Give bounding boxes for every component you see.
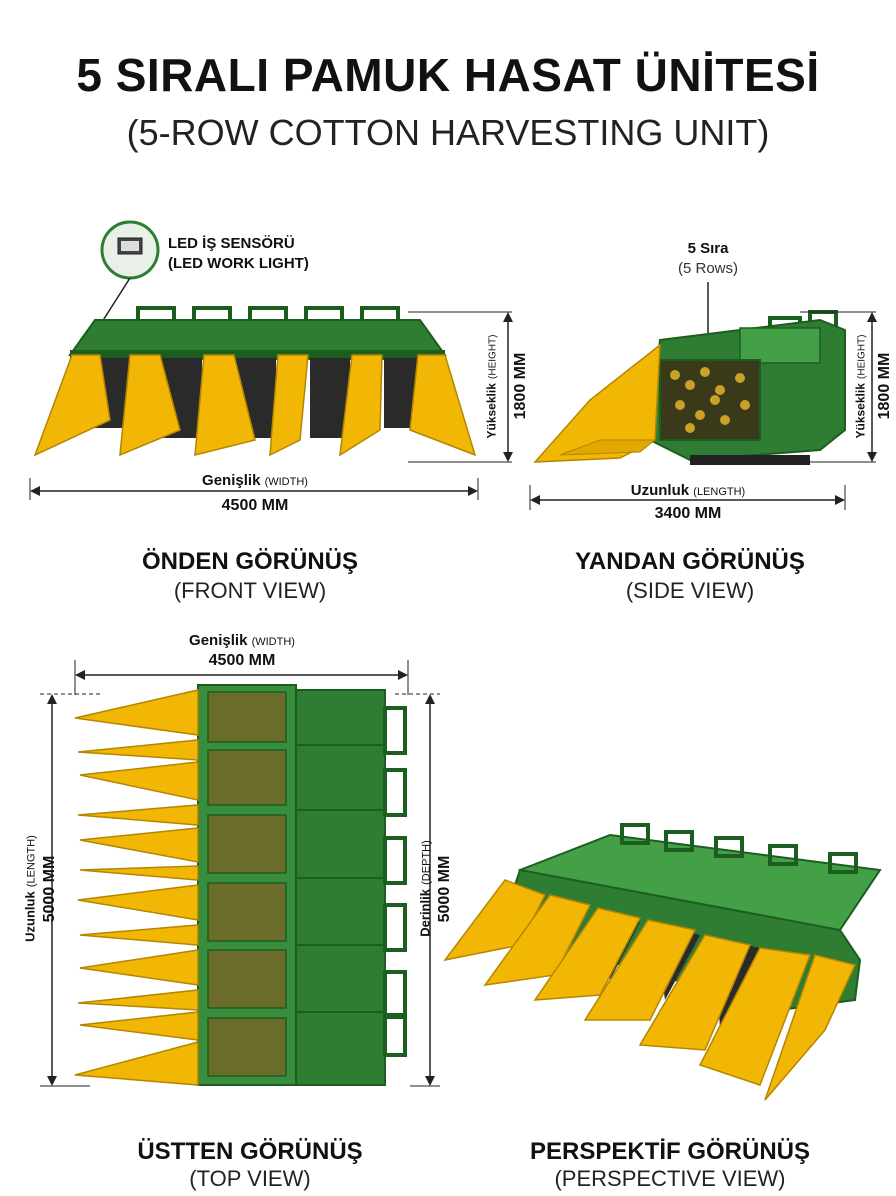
side-length-label: Uzunluk (LENGTH) [588, 482, 788, 499]
front-width-label: Genişlik (WIDTH) [155, 472, 355, 489]
top-width-label: Genişlik (WIDTH) [142, 632, 342, 649]
led-callout-line2: (LED WORK LIGHT) [168, 255, 309, 272]
side-length-value: 3400 MM [654, 505, 722, 522]
front-width-value: 4500 MM [221, 497, 289, 514]
side-view-name: YANDAN GÖRÜNÜŞ [575, 548, 805, 575]
top-view-sub: (TOP VIEW) [189, 1166, 311, 1191]
top-width-label-tr: Genişlik [189, 632, 248, 649]
led-callout-label: LED İŞ SENSÖRÜ (LED WORK LIGHT) [168, 234, 309, 274]
page-subtitle: (5-ROW COTTON HARVESTING UNIT) [126, 112, 770, 153]
side-rows-sub: (5 Rows) [677, 260, 738, 277]
top-width-label-en: (WIDTH) [251, 636, 295, 648]
front-view-sub: (FRONT VIEW) [173, 578, 327, 603]
front-width-label-en: (WIDTH) [264, 476, 308, 488]
front-width-label-tr: Genişlik [202, 472, 261, 489]
front-view-name: ÖNDEN GÖRÜNÜŞ [141, 548, 358, 575]
perspective-view-name: PERSPEKTİF GÖRÜNÜŞ [529, 1138, 811, 1165]
side-length-label-en: (LENGTH) [693, 486, 746, 498]
top-width-value: 4500 MM [208, 652, 276, 669]
side-view-sub: (SIDE VIEW) [625, 578, 755, 603]
page-title: 5 SIRALI PAMUK HASAT ÜNİTESİ [76, 49, 820, 101]
side-rows-label: 5 Sıra [687, 240, 729, 257]
side-length-label-tr: Uzunluk [630, 482, 690, 499]
perspective-view-sub: (PERSPECTIVE VIEW) [554, 1166, 786, 1191]
led-callout-line1: LED İŞ SENSÖRÜ [168, 235, 295, 252]
top-view-name: ÜSTTEN GÖRÜNÜŞ [137, 1138, 363, 1165]
